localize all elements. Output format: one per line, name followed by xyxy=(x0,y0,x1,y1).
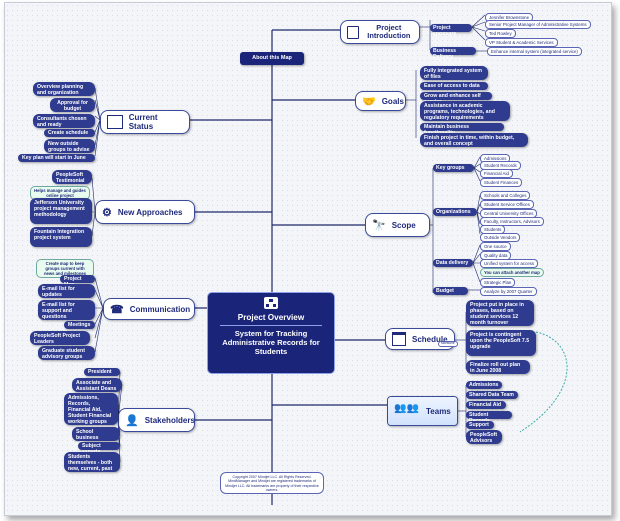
key-group-item[interactable]: Financial Aid xyxy=(480,169,513,178)
organization-item[interactable]: Student Service Offices xyxy=(480,200,534,209)
key-groups[interactable]: Key groups xyxy=(433,164,474,172)
stakeholder-item[interactable]: School business officers xyxy=(72,427,120,447)
goal-item[interactable]: Grow and enhance self service xyxy=(420,92,492,105)
team-item[interactable]: PeopleSoft Advisors xyxy=(466,430,502,444)
sponsor-item[interactable]: VP Student & Academic Services xyxy=(485,38,558,47)
topic-title: Schedule xyxy=(412,334,448,344)
approach-item[interactable]: Jefferson University project management … xyxy=(30,198,92,224)
central-subtitle: System for Tracking Administrative Recor… xyxy=(222,329,320,356)
edit-icon xyxy=(107,115,123,129)
organization-item[interactable]: Outside Vendors xyxy=(480,233,521,242)
team-item[interactable]: Admissions xyxy=(466,381,502,389)
goal-item[interactable]: Ease of access to data xyxy=(420,82,488,90)
topic-title: Stakeholders xyxy=(144,415,195,425)
data-delivery-item[interactable]: Unified system for access xyxy=(480,259,539,268)
key-group-item[interactable]: Student Finances xyxy=(480,178,523,187)
stakeholder-item[interactable]: Subject experts xyxy=(78,442,120,455)
stakeholder-item[interactable]: Students themselves - both new, current,… xyxy=(64,452,120,472)
gear-icon: ⚙ xyxy=(102,206,112,219)
approach-item[interactable]: Fountain Integration project system xyxy=(30,227,92,247)
topic-scope[interactable]: 🔭 Scope xyxy=(365,213,430,237)
milestone-tag: Milestone xyxy=(438,341,458,347)
topic-current-status[interactable]: Current Status xyxy=(100,110,190,134)
topic-project-introduction[interactable]: Project Introduction xyxy=(340,20,420,44)
approach-item[interactable]: PeopleSoft Testimonial xyxy=(52,170,92,184)
communication-item[interactable]: PeopleSoft Project Leaders xyxy=(30,331,90,345)
topic-goals[interactable]: 🤝 Goals xyxy=(355,91,406,111)
project-sponsors[interactable]: Project sponsors xyxy=(430,24,472,37)
topic-title: Teams xyxy=(426,407,451,416)
communication-item[interactable]: Project Map xyxy=(60,275,95,288)
topic-title: Goals xyxy=(381,96,404,106)
about-map-button[interactable]: About this Map xyxy=(240,52,304,65)
topic-new-approaches[interactable]: ⚙ New Approaches xyxy=(95,200,195,224)
handshake-icon: 🤝 xyxy=(362,95,376,108)
team-people-icon xyxy=(388,397,457,425)
topic-title: Scope xyxy=(391,220,416,230)
strategic-plan-link[interactable]: Strategic Plan xyxy=(480,278,516,287)
communication-item[interactable]: E-mail list for updates xyxy=(38,284,95,298)
organization-item[interactable]: Faculty, Instructors, Advisors xyxy=(480,217,544,226)
org-chart-icon xyxy=(264,297,278,309)
attach-map-note: You can attach another map xyxy=(480,268,544,277)
team-item[interactable]: Student Records xyxy=(466,411,512,424)
schedule-item[interactable]: Finalize roll out plan in June 2008 xyxy=(466,360,530,374)
schedule-item[interactable]: Project is contingent upon the PeopleSof… xyxy=(466,330,536,356)
data-delivery-item[interactable]: One source xyxy=(480,242,511,251)
data-delivery[interactable]: Data delivery xyxy=(433,259,473,267)
organizations[interactable]: Organizations xyxy=(433,208,477,216)
topic-title: Communication xyxy=(129,304,191,314)
stakeholder-item[interactable]: President xyxy=(84,368,120,376)
sponsor-item[interactable]: Senior Project Manager of Administrative… xyxy=(485,20,591,29)
central-topic[interactable]: Project Overview System for Tracking Adm… xyxy=(207,292,335,374)
presentation-icon xyxy=(347,25,359,39)
goal-item[interactable]: Finish project in time, within budget, a… xyxy=(420,133,528,147)
goal-item[interactable]: Fully integrated system of files xyxy=(420,66,488,80)
status-item[interactable]: New outside groups to advise xyxy=(44,139,95,153)
status-item[interactable]: Create schedule xyxy=(44,129,95,137)
topic-title: Current Status xyxy=(128,113,158,131)
topic-teams[interactable]: 👥👥 Teams xyxy=(387,396,458,426)
sponsor-item[interactable]: Ted Rowley xyxy=(485,29,516,38)
team-item[interactable]: Shared Data Team xyxy=(466,391,518,399)
status-item[interactable]: Overview planning and organization xyxy=(33,82,95,96)
phone-icon: ☎ xyxy=(110,303,124,316)
communication-item[interactable]: E-mail list for support and questions xyxy=(38,300,95,320)
status-item[interactable]: Consultants chosen and ready xyxy=(33,114,95,128)
goal-item[interactable]: Maintain business functionality xyxy=(420,123,504,136)
goal-item[interactable]: Assistance in academic programs, technol… xyxy=(420,101,510,121)
schedule-item[interactable]: Project put in place in phases, based on… xyxy=(466,300,534,326)
central-title: Project Overview xyxy=(237,313,305,322)
communication-item[interactable]: Meetings xyxy=(64,321,95,329)
stakeholder-item[interactable]: Admissions, Records, Financial Aid, Stud… xyxy=(64,393,118,425)
stakeholder-item[interactable]: Associate and Assistant Deans xyxy=(72,378,122,392)
team-item[interactable]: Financial Aid xyxy=(466,401,506,409)
copyright-note: Copyright 2007 Mindjet LLC. All Rights R… xyxy=(220,472,324,494)
budget[interactable]: Budget xyxy=(433,287,468,295)
budget-item[interactable]: Analyze by 2007 Quarter xyxy=(480,287,537,296)
delivery-item[interactable]: Enhance internal system (integrated serv… xyxy=(487,47,582,56)
status-item[interactable]: Key plan will start in June xyxy=(18,154,95,162)
business-delivery[interactable]: Business Delivery xyxy=(430,47,476,60)
binoculars-icon: 🔭 xyxy=(372,219,386,232)
team-item[interactable]: Support xyxy=(466,421,494,429)
topic-schedule[interactable]: Schedule xyxy=(385,328,455,350)
topic-communication[interactable]: ☎ Communication xyxy=(103,298,195,320)
status-item[interactable]: Approval for budget xyxy=(50,98,95,112)
topic-stakeholders[interactable]: 👤 Stakeholders xyxy=(118,408,195,432)
topic-title: New Approaches xyxy=(117,207,183,217)
people-icon: 👤 xyxy=(125,414,139,427)
calendar-icon xyxy=(392,332,406,346)
communication-item[interactable]: Graduate student advisory groups xyxy=(38,346,95,360)
organization-item[interactable]: Schools and Colleges xyxy=(480,191,531,200)
topic-title: Project Introduction xyxy=(367,23,411,40)
